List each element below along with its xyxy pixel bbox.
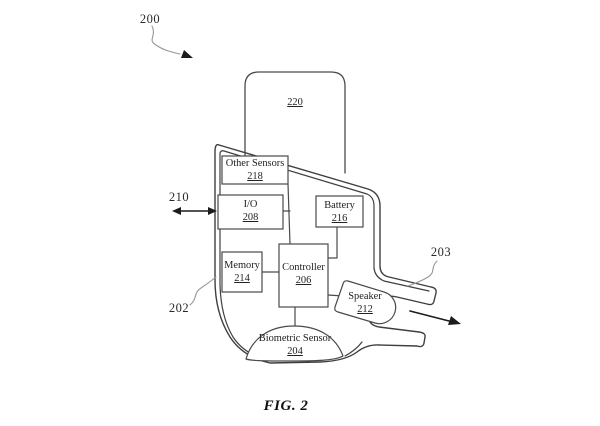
battery-num: 216 (331, 213, 348, 224)
biometric-sensor-name: Biometric Sensor (258, 333, 332, 344)
component-box-battery (315, 195, 364, 228)
battery-name: Battery (324, 200, 355, 211)
stem-label: 220 (245, 96, 345, 109)
ref-label-210: 210 (168, 190, 190, 204)
speaker-label: Speaker 212 (337, 291, 393, 316)
device-leader-arrowhead (181, 50, 193, 58)
io-arrowhead-right (208, 207, 217, 215)
biometric-sensor-shape (245, 325, 344, 362)
ref-label-203: 203 (430, 245, 452, 259)
io-arrowhead-left (172, 207, 181, 215)
battery-label: Battery 216 (316, 200, 363, 225)
io-label: I/O 208 (218, 199, 283, 224)
device-leader-line (151, 25, 181, 55)
component-box-other-sensors (221, 155, 289, 185)
biometric-sensor-num: 204 (287, 346, 303, 357)
stem-shape (244, 71, 346, 174)
biometric-sensor-label: Biometric Sensor 204 (245, 333, 345, 358)
other-sensors-num: 218 (247, 171, 263, 182)
io-num: 208 (242, 212, 259, 223)
connector-battery-controller (327, 226, 338, 259)
controller-num: 206 (295, 275, 312, 286)
speaker-shape (334, 280, 397, 325)
audio-output-arrowhead (448, 316, 461, 325)
ref-label-200: 200 (139, 12, 161, 26)
memory-label: Memory 214 (222, 260, 262, 285)
controller-label: Controller 206 (279, 262, 328, 287)
connector-othersensors-controller (287, 183, 291, 245)
stem-num: 220 (287, 97, 303, 108)
component-box-controller (278, 243, 329, 308)
memory-name: Memory (224, 260, 260, 271)
housing-leader-line (189, 276, 217, 306)
housing-inner-outline-right (344, 341, 363, 357)
housing-outer-outline (214, 143, 437, 364)
other-sensors-name: Other Sensors (225, 158, 285, 169)
speaker-name: Speaker (348, 291, 382, 302)
component-box-memory (221, 251, 263, 293)
other-sensors-label: Other Sensors 218 (222, 158, 288, 183)
ref-label-202: 202 (168, 301, 190, 315)
io-name: I/O (243, 199, 258, 210)
controller-name: Controller (282, 262, 325, 273)
housing-inner-outline (219, 150, 430, 359)
figure-caption: FIG. 2 (263, 398, 309, 414)
speaker-num: 212 (357, 304, 373, 315)
memory-num: 214 (234, 273, 250, 284)
component-box-io (217, 194, 284, 230)
duct-leader-line (407, 260, 438, 287)
audio-output-arrow (409, 310, 450, 322)
